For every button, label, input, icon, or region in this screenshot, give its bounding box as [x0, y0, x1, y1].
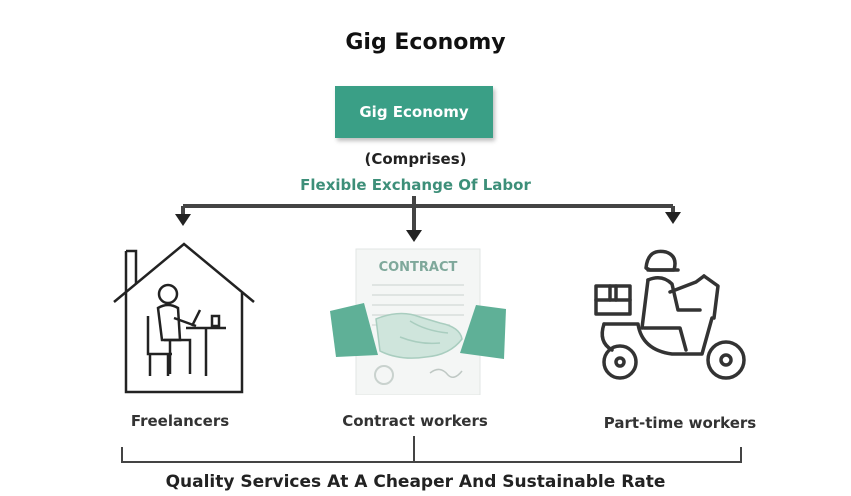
- root-node: Gig Economy: [335, 86, 493, 138]
- contract-handshake-icon: CONTRACT: [330, 248, 506, 395]
- category-label-freelancers: Freelancers: [130, 412, 230, 430]
- root-node-label: Gig Economy: [359, 103, 469, 121]
- category-label-contract-workers: Contract workers: [342, 412, 488, 430]
- relation-description: Flexible Exchange Of Labor: [300, 176, 531, 194]
- house-desk-worker-icon: [113, 242, 255, 394]
- scooter-delivery-icon: [594, 249, 746, 380]
- page-title: Gig Economy: [345, 30, 506, 55]
- category-label-part-time-workers: Part-time workers: [603, 414, 757, 432]
- contract-text: CONTRACT: [379, 260, 458, 275]
- relation-label: (Comprises): [364, 150, 467, 168]
- summary-text: Quality Services At A Cheaper And Sustai…: [165, 472, 666, 492]
